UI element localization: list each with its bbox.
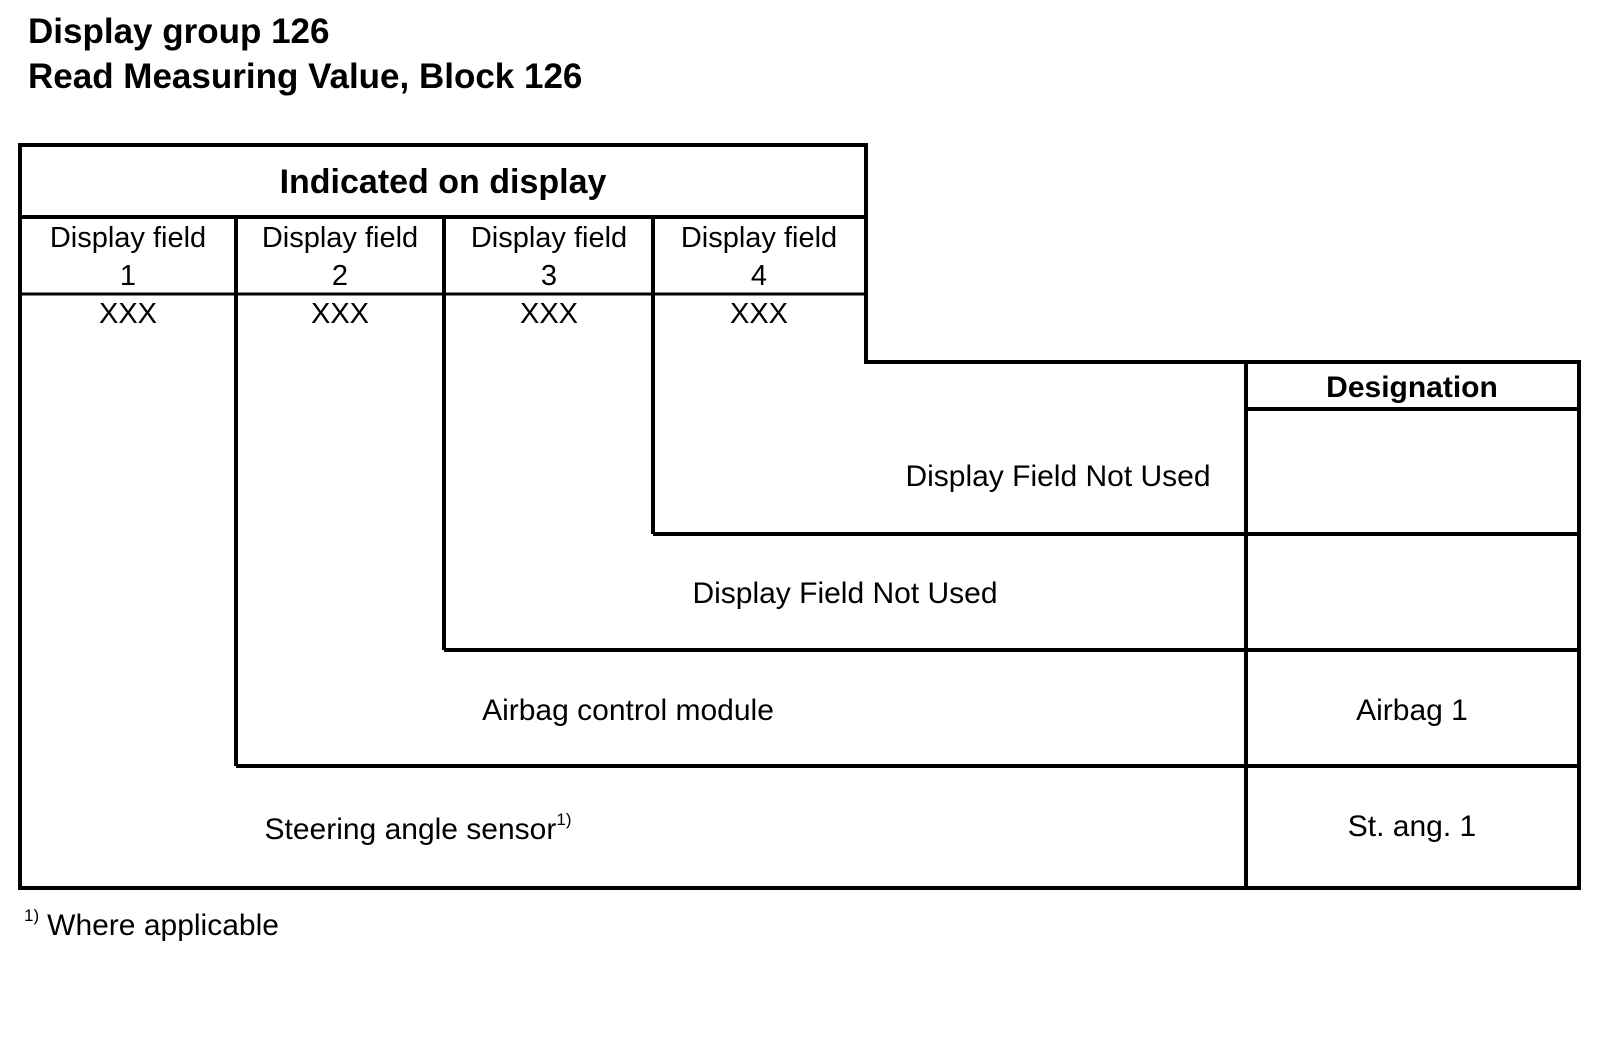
column-3-value: XXX — [520, 298, 578, 330]
column-4-label: Display field — [681, 222, 837, 254]
column-1-number: 1 — [120, 260, 136, 292]
table-outline — [18, 143, 1581, 890]
column-4-value: XXX — [730, 298, 788, 330]
page-title: Display group 126 — [28, 12, 330, 51]
footnote-marker: 1) — [24, 906, 40, 925]
column-2-number: 2 — [332, 260, 348, 292]
row-4-footnote-marker: 1) — [556, 810, 571, 829]
footnote: 1) Where applicable — [24, 906, 279, 943]
row-4-description-text: Steering angle sensor — [265, 813, 557, 846]
column-1-label: Display field — [50, 222, 206, 254]
row-4-designation: St. ang. 1 — [1348, 810, 1476, 843]
column-2-value: XXX — [311, 298, 369, 330]
column-3-number: 3 — [541, 260, 557, 292]
table-heading: Indicated on display — [280, 163, 607, 201]
column-3-label: Display field — [471, 222, 627, 254]
column-4-number: 4 — [751, 260, 767, 292]
row-2-description: Display Field Not Used — [692, 577, 997, 610]
page-subtitle: Read Measuring Value, Block 126 — [28, 57, 583, 96]
row-3-designation: Airbag 1 — [1356, 694, 1468, 727]
row-3-description: Airbag control module — [482, 694, 774, 727]
column-1-value: XXX — [99, 298, 157, 330]
row-4-description: Steering angle sensor1) — [265, 810, 572, 846]
footnote-text: Where applicable — [47, 909, 279, 942]
column-2-label: Display field — [262, 222, 418, 254]
designation-header: Designation — [1326, 371, 1498, 404]
row-1-description: Display Field Not Used — [905, 460, 1210, 493]
